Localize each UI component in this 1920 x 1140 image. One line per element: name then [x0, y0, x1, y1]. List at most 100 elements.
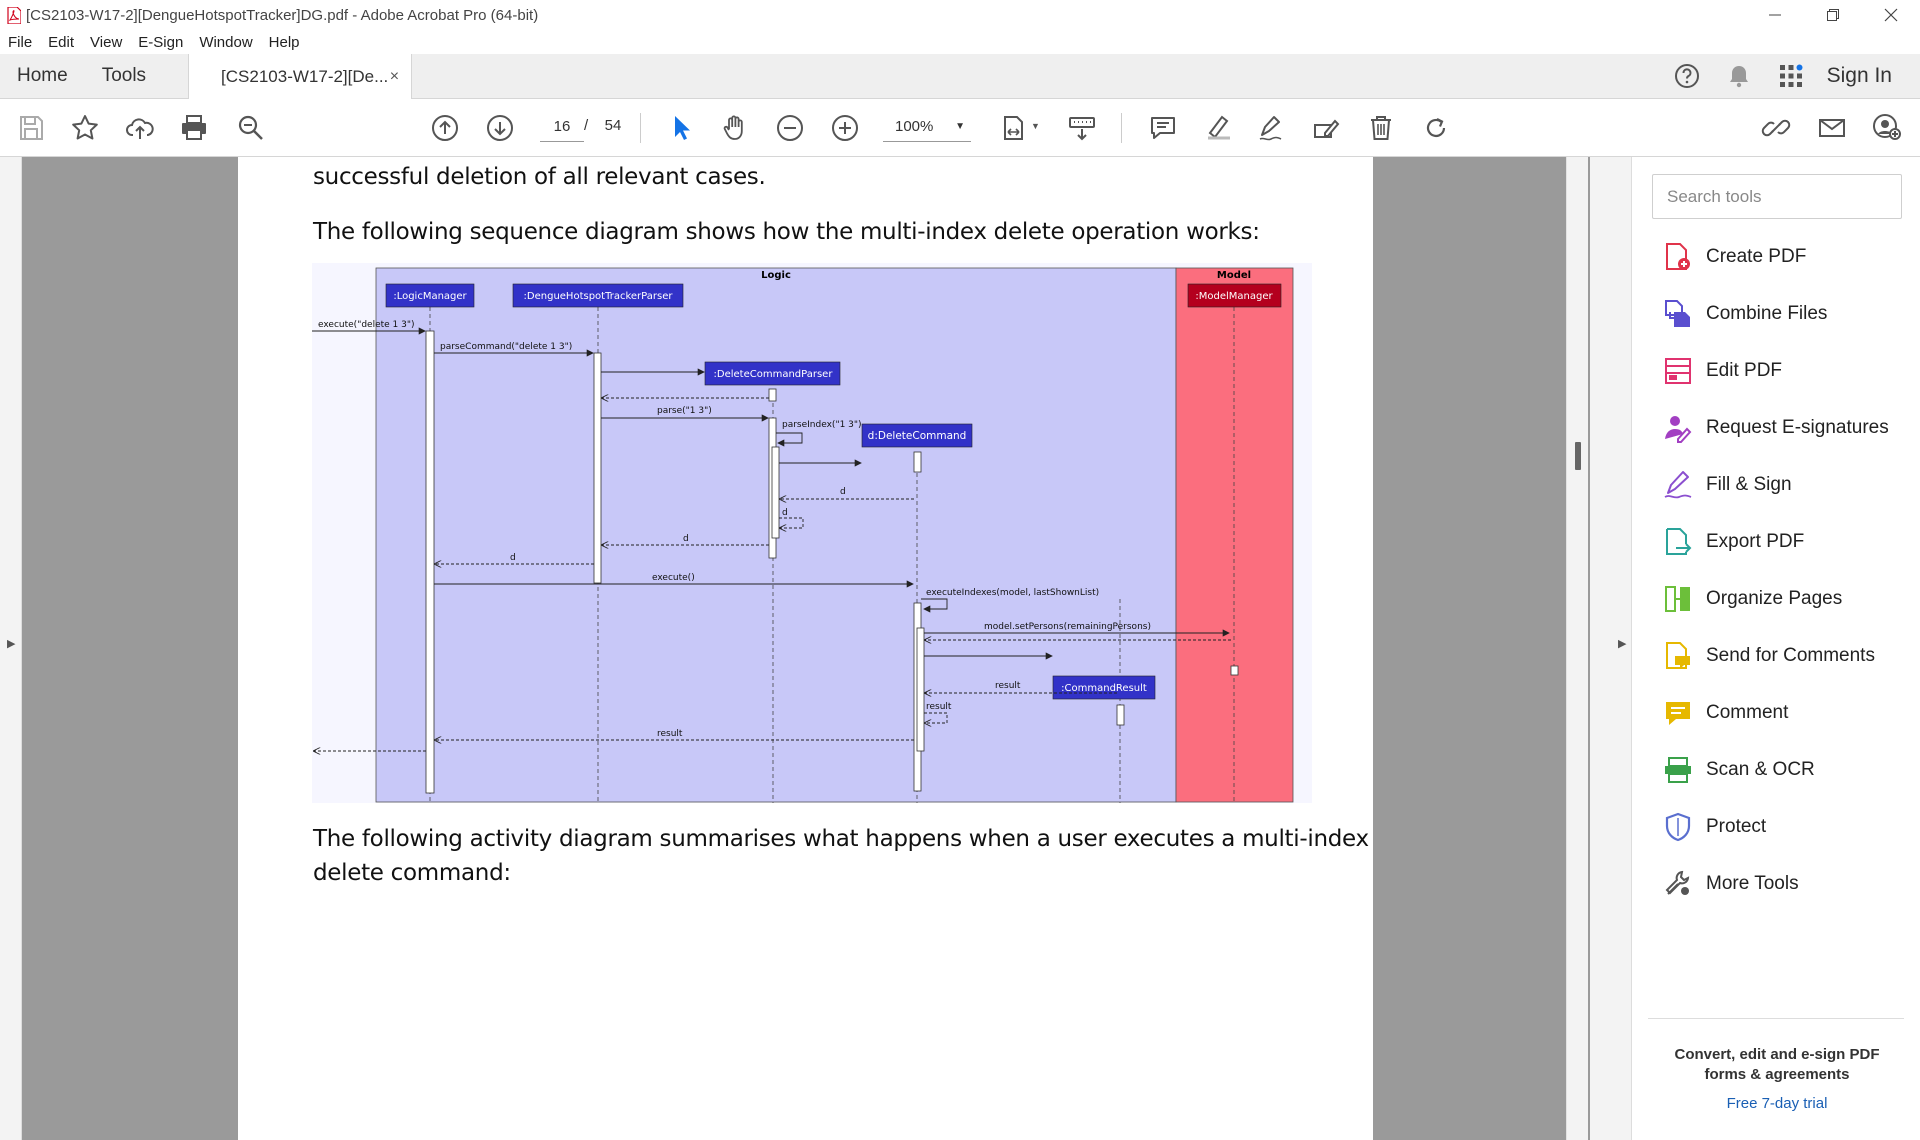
tool-label: Create PDF [1706, 246, 1807, 267]
tool-label: Combine Files [1706, 303, 1828, 324]
search-tools-input[interactable] [1652, 174, 1902, 219]
page-fit-chevron-icon[interactable]: ▼ [1031, 121, 1040, 131]
apps-grid-icon [1779, 64, 1803, 87]
trash-icon [1371, 116, 1391, 140]
tab-close-icon[interactable]: × [389, 68, 400, 85]
tab-tools[interactable]: Tools [101, 65, 147, 86]
menu-bar: File Edit View E-Sign Window Help [0, 30, 1920, 54]
left-nav-pane: ▶ [0, 157, 22, 1140]
tool-export-pdf[interactable]: Export PDF [1662, 524, 1804, 560]
hand-tool-button[interactable] [718, 111, 752, 145]
more-tools-icon [1662, 868, 1694, 900]
fill-sign-toolbar-button[interactable] [1309, 111, 1343, 145]
delete-command-parser-box [704, 361, 841, 386]
menu-file[interactable]: File [8, 33, 33, 51]
tool-scan-ocr[interactable]: Scan & OCR [1662, 752, 1815, 788]
add-comment-button[interactable] [1146, 111, 1180, 145]
tool-request-esignatures[interactable]: Request E-signatures [1662, 410, 1889, 446]
restore-button[interactable] [1804, 0, 1862, 30]
msg-parse: parse("1 3") [657, 406, 712, 416]
export-pdf-icon [1662, 526, 1694, 558]
notifications-button[interactable] [1713, 62, 1765, 90]
msg-execute-delete: execute("delete 1 3") [318, 320, 415, 330]
tool-label: Export PDF [1706, 531, 1805, 552]
previous-page-button[interactable] [428, 111, 462, 145]
msg-parse-command: parseCommand("delete 1 3") [440, 342, 572, 352]
draw-button[interactable] [1254, 111, 1288, 145]
menu-help[interactable]: Help [268, 33, 300, 51]
scrollbar-thumb[interactable] [1575, 442, 1581, 470]
msg-return-d-1: d [840, 487, 846, 497]
page-number-input[interactable] [540, 112, 584, 142]
upload-cloud-button[interactable] [123, 111, 157, 145]
combine-files-icon [1662, 298, 1694, 330]
email-button[interactable] [1815, 111, 1849, 145]
tab-bar: Home Tools [CS2103-W17-2][De... × Sign I… [0, 54, 1920, 100]
model-manager-box [1187, 283, 1282, 308]
zoom-in-button[interactable] [828, 111, 862, 145]
apps-button[interactable] [1765, 62, 1817, 90]
vertical-scrollbar[interactable] [1566, 157, 1588, 1140]
msg-set-persons: model.setPersons(remainingPersons) [984, 622, 1151, 632]
tool-label: Protect [1706, 816, 1767, 837]
document-viewport[interactable]: successful deletion of all relevant case… [22, 157, 1590, 1140]
free-trial-link[interactable]: Free 7-day trial [1726, 1095, 1828, 1112]
tab-home[interactable]: Home [17, 65, 68, 86]
tool-fill-sign[interactable]: Fill & Sign [1662, 467, 1792, 503]
minimize-button[interactable] [1746, 0, 1804, 30]
tool-more-tools[interactable]: More Tools [1662, 866, 1799, 902]
doc-text-line-3: The following activity diagram summarise… [313, 826, 1369, 852]
pdf-page: successful deletion of all relevant case… [238, 157, 1373, 1140]
share-link-button[interactable] [1759, 111, 1793, 145]
tool-send-for-comments[interactable]: Send for Comments [1662, 638, 1875, 674]
cursor-arrow-icon [675, 116, 690, 140]
tab-document[interactable]: [CS2103-W17-2][De... × [188, 54, 413, 100]
tool-label: Request E-signatures [1706, 417, 1889, 438]
tool-organize-pages[interactable]: Organize Pages [1662, 581, 1842, 617]
close-window-button[interactable] [1862, 0, 1920, 30]
promo-divider [1648, 1018, 1904, 1019]
right-pane-toggle-strip: ▶ [1590, 157, 1632, 1140]
highlight-button[interactable] [1200, 111, 1234, 145]
sequence-diagram: Logic Model :LogicManager :DengueHotspot… [312, 263, 1312, 803]
next-page-button[interactable] [483, 111, 517, 145]
tool-comment[interactable]: Comment [1662, 695, 1788, 731]
msg-return-result-3: result [657, 729, 683, 739]
parser-label: :DengueHotspotTrackerParser [524, 291, 674, 302]
delete-command-label: d:DeleteCommand [868, 430, 967, 442]
save-button[interactable] [14, 111, 48, 145]
msg-return-result-1: result [995, 681, 1021, 691]
zoom-out-button[interactable] [773, 111, 807, 145]
collapse-right-pane-icon[interactable]: ▶ [1618, 638, 1627, 650]
acrobat-app-icon [7, 6, 21, 24]
help-button[interactable] [1661, 62, 1713, 90]
scan-ocr-icon [1662, 754, 1694, 786]
tool-protect[interactable]: Protect [1662, 809, 1766, 845]
menu-view[interactable]: View [90, 33, 123, 51]
edit-pdf-icon [1662, 355, 1694, 387]
page-fit-button[interactable] [998, 111, 1032, 145]
print-button[interactable] [177, 111, 211, 145]
cloud-upload-icon [126, 118, 154, 139]
tool-create-pdf[interactable]: Create PDF [1662, 239, 1806, 275]
tab-document-label: [CS2103-W17-2][De... [221, 67, 389, 86]
scroll-mode-button[interactable] [1065, 111, 1099, 145]
page-total: 54 [604, 117, 622, 134]
tool-edit-pdf[interactable]: Edit PDF [1662, 353, 1782, 389]
menu-edit[interactable]: Edit [48, 33, 75, 51]
delete-button[interactable] [1364, 111, 1398, 145]
comment-icon [1662, 697, 1694, 729]
menu-esign[interactable]: E-Sign [138, 33, 184, 51]
zoom-level-dropdown[interactable]: 100% ▼ [883, 112, 971, 142]
find-zoom-button[interactable] [234, 111, 268, 145]
share-user-button[interactable] [1870, 111, 1904, 145]
select-tool-button[interactable] [664, 111, 698, 145]
sign-in-button[interactable]: Sign In [1826, 64, 1892, 87]
window-title: [CS2103-W17-2][DengueHotspotTracker]DG.p… [26, 6, 539, 24]
rotate-button[interactable] [1419, 111, 1453, 145]
bookmark-star-button[interactable] [68, 111, 102, 145]
tool-combine-files[interactable]: Combine Files [1662, 296, 1827, 332]
msg-return-result-2: result [926, 702, 952, 712]
menu-window[interactable]: Window [199, 33, 253, 51]
expand-left-pane-icon[interactable]: ▶ [7, 638, 16, 650]
